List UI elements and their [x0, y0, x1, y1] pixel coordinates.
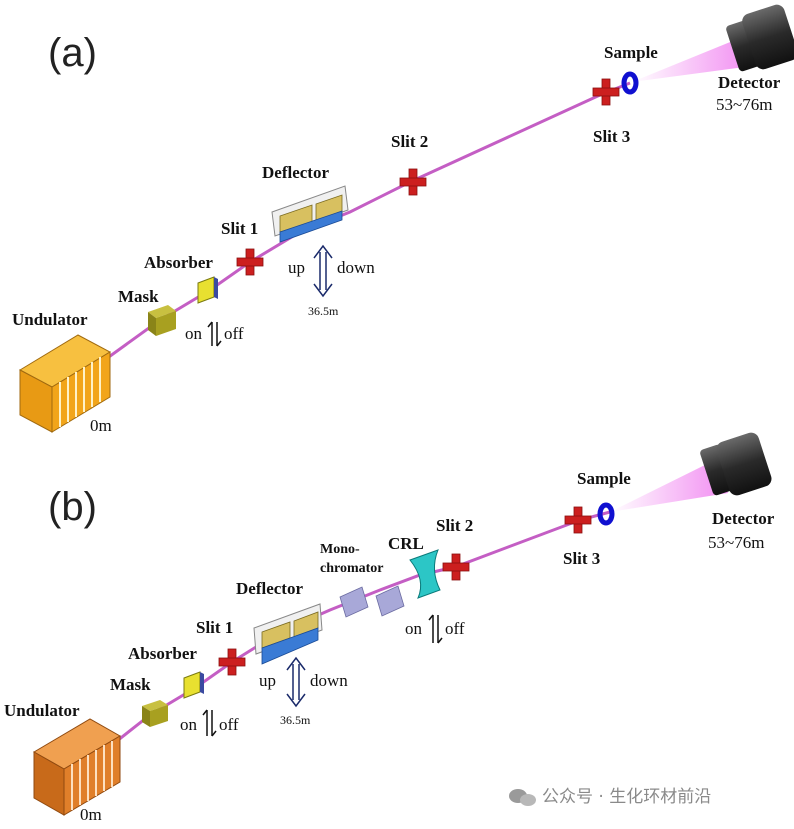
beam-line-b	[79, 510, 611, 772]
deflector-label-a: Deflector	[262, 163, 329, 182]
start-pos-label-b: 0m	[80, 805, 102, 824]
panel-a-label: (a)	[48, 31, 97, 75]
sample-a	[621, 71, 639, 95]
down-label-b: down	[310, 671, 348, 690]
absorber-label-a: Absorber	[144, 253, 213, 272]
sample-b	[597, 502, 615, 526]
deflector-up-down-arrow-b	[286, 656, 306, 708]
mask-b	[142, 700, 168, 727]
detector-label-b: Detector	[712, 509, 775, 528]
detector-cone-b	[610, 460, 728, 512]
deflector-up-down-arrow-a	[313, 244, 333, 298]
undulator-label-b: Undulator	[4, 701, 80, 720]
up-label-a: up	[288, 258, 305, 277]
panel-a: (a)	[12, 4, 794, 435]
start-pos-label-a: 0m	[90, 416, 112, 435]
slit3-b	[564, 506, 592, 534]
on-label-b: on	[180, 715, 198, 734]
absorber-label-b: Absorber	[128, 644, 197, 663]
off-label-a: off	[224, 324, 244, 343]
absorber-b	[183, 671, 204, 699]
detector-pos-label-b: 53~76m	[708, 533, 764, 552]
down-label-a: down	[337, 258, 375, 277]
detector-b	[700, 432, 772, 496]
slit2-b	[442, 553, 470, 581]
deflector-label-b: Deflector	[236, 579, 303, 598]
crl-b	[409, 549, 441, 599]
watermark-text: 公众号 · 生化环材前沿	[542, 787, 711, 807]
deflector-pos-label-a: 36.5m	[308, 304, 339, 318]
on-label-a: on	[185, 324, 203, 343]
detector-cone-a	[632, 38, 752, 82]
monochromator-label-line1: Mono-	[320, 542, 360, 557]
detector-pos-label-a: 53~76m	[716, 95, 772, 114]
absorber-on-off-arrows-b	[202, 709, 217, 737]
up-label-b: up	[259, 671, 276, 690]
crl-label-b: CRL	[388, 534, 424, 553]
absorber-a	[197, 276, 218, 304]
slit2-label-b: Slit 2	[436, 516, 473, 535]
slit2-a	[399, 168, 427, 196]
mask-a	[148, 305, 176, 336]
crl-on-label-b: on	[405, 619, 423, 638]
detector-a	[726, 4, 794, 72]
sample-label-b: Sample	[577, 469, 631, 488]
slit3-label-a: Slit 3	[593, 127, 630, 146]
mask-label-b: Mask	[110, 675, 151, 694]
sample-label-a: Sample	[604, 43, 658, 62]
panel-b: (b)	[4, 432, 775, 824]
monochromator-label-line2: chromator	[320, 561, 384, 576]
panel-b-label: (b)	[48, 485, 97, 529]
crl-off-label-b: off	[445, 619, 465, 638]
monochromator-b	[339, 585, 405, 618]
absorber-on-off-arrows-a	[207, 321, 222, 347]
slit1-a	[236, 248, 264, 276]
crl-on-off-arrows-b	[428, 614, 443, 644]
deflector-b	[253, 603, 323, 665]
undulator-b	[33, 718, 121, 816]
slit3-label-b: Slit 3	[563, 549, 600, 568]
watermark: 公众号 · 生化环材前沿	[509, 787, 711, 807]
deflector-pos-label-b: 36.5m	[280, 713, 311, 727]
slit1-label-a: Slit 1	[221, 219, 258, 238]
undulator-a	[18, 334, 112, 433]
deflector-a	[271, 185, 349, 243]
slit3-a	[592, 78, 620, 106]
slit2-label-a: Slit 2	[391, 132, 428, 151]
slit1-b	[218, 648, 246, 676]
beam-line-a	[69, 81, 631, 387]
mask-label-a: Mask	[118, 287, 159, 306]
wechat-icon	[509, 789, 536, 806]
off-label-b: off	[219, 715, 239, 734]
detector-label-a: Detector	[718, 73, 781, 92]
undulator-label-a: Undulator	[12, 310, 88, 329]
slit1-label-b: Slit 1	[196, 618, 233, 637]
